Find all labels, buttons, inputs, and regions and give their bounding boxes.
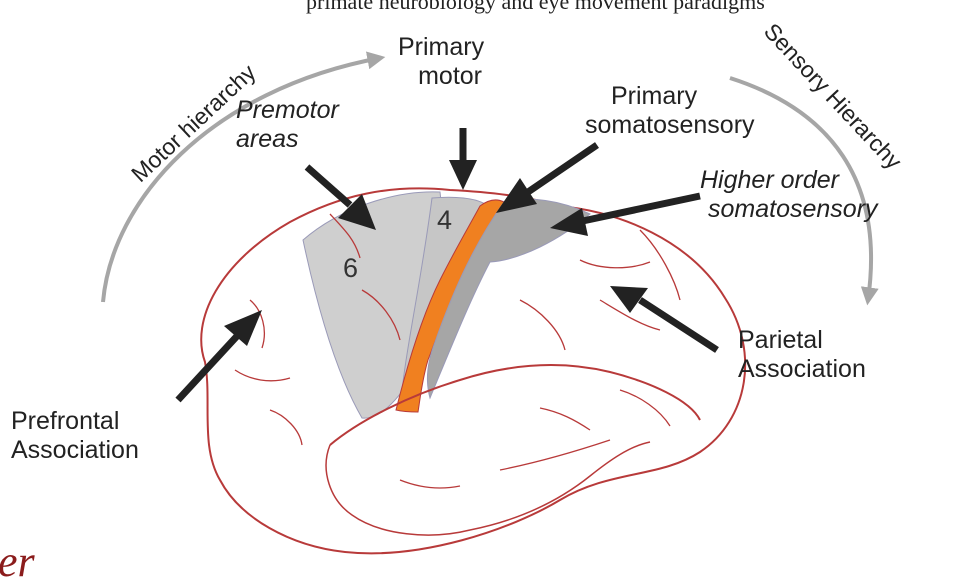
prefrontal-association-label: Prefrontal Association (11, 407, 139, 465)
arrow-higher-order (578, 196, 700, 222)
corner-text: er (0, 536, 35, 587)
area-4-number: 4 (437, 205, 452, 236)
premotor-areas-label: Premotor areas (236, 96, 339, 154)
primary-motor-label: Primary motor (398, 33, 484, 91)
arrow-premotor (307, 167, 350, 205)
top-cut-text: primate neurobiology and eye movement pa… (306, 0, 765, 15)
primary-somatosensory-label: Primary somatosensory (585, 82, 755, 140)
parietal-association-label: Parietal Association (738, 326, 866, 384)
higher-order-somatosensory-label: Higher order somatosensory (700, 166, 878, 224)
arrow-primary-somatosensory (528, 145, 597, 192)
area-6-number: 6 (343, 253, 358, 284)
